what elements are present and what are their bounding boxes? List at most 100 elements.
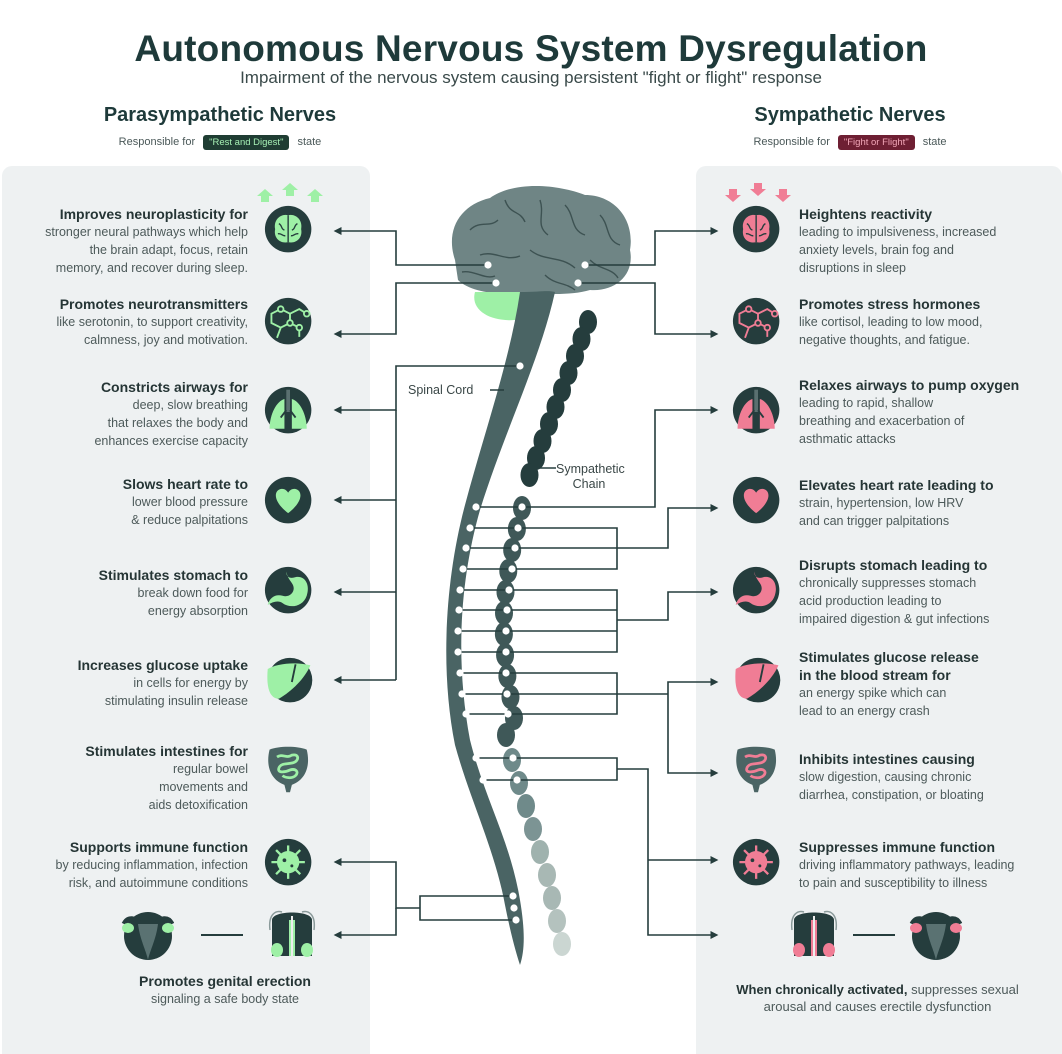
virus-icon <box>264 838 316 890</box>
chain-ganglion <box>538 863 556 887</box>
symp-effect-item: Promotes stress hormones like cortisol, l… <box>799 295 1059 349</box>
effect-description-line: an energy spike which can <box>799 686 947 700</box>
effect-heading-text: Inhibits intestines causing <box>799 751 975 767</box>
effect-description-line: slow digestion, causing chronic <box>799 770 972 784</box>
parasympathetic-header: Parasympathetic Nerves Responsible for"R… <box>60 104 380 150</box>
nerve-node <box>484 261 492 269</box>
effect-description-line: aids detoxification <box>148 798 248 812</box>
effect-heading-text: Improves neuroplasticity <box>59 206 226 222</box>
symp-genital-desc: arousal and causes erectile dysfunction <box>763 999 992 1014</box>
effect-description-line: asthmatic attacks <box>799 432 896 446</box>
sympathetic-header: Sympathetic Nerves Responsible for"Fight… <box>700 104 1000 150</box>
nerve-connector <box>419 895 516 921</box>
effect-heading: Supports immune function <box>10 838 248 856</box>
nerve-connector <box>617 588 719 621</box>
para-effect-item: Promotes neurotransmitters like serotonin… <box>10 295 248 349</box>
nerve-node <box>462 710 470 718</box>
effect-heading: Increases glucose uptake <box>10 656 248 674</box>
chain-ganglion <box>496 580 515 604</box>
effect-description-line: like serotonin, to support creativity, <box>56 315 248 329</box>
chain-ganglion <box>543 886 561 910</box>
page-title: Autonomous Nervous System Dysregulation <box>134 28 928 69</box>
effect-description-line: impaired digestion & gut infections <box>799 612 990 626</box>
effect-heading-text: Promotes stress hormones <box>799 296 981 312</box>
nerve-node <box>502 648 510 656</box>
nerve-node <box>472 503 480 511</box>
effect-description-line: energy absorption <box>147 604 248 618</box>
parasympathetic-responsibility: Responsible for"Rest and Digest"state <box>60 135 380 150</box>
nerve-node <box>479 776 487 784</box>
effect-heading: Constricts airways for <box>10 378 248 396</box>
effect-description-line: stimulating insulin release <box>104 694 248 708</box>
resp-prefix: Responsible for <box>753 136 830 148</box>
effect-heading: Stimulates stomach to <box>10 566 248 584</box>
effect-description-line: lower blood pressure <box>131 495 248 509</box>
male-icon <box>784 906 840 962</box>
effect-description-line: calmness, joy and motivation. <box>84 333 248 347</box>
nerve-node <box>462 544 470 552</box>
lungs-icon <box>732 386 784 438</box>
nerve-connector <box>522 406 719 508</box>
chain-ganglion <box>499 559 518 583</box>
resp-suffix: state <box>922 136 947 148</box>
effect-heading-text: Supports immune function <box>69 839 248 855</box>
effect-description-line: the brain adapt, focus, retain <box>89 243 248 257</box>
pair-connector-line <box>201 934 243 936</box>
effect-heading: Suppresses immune function <box>799 838 1059 856</box>
parasympathetic-title: Parasympathetic Nerves <box>103 104 337 126</box>
nerve-connector <box>578 282 719 338</box>
nerve-connector <box>617 768 719 939</box>
effect-heading-text: Slows heart rate to <box>122 476 248 492</box>
effect-heading: Disrupts stomach leading to <box>799 556 1059 574</box>
chain-ganglion <box>524 817 542 841</box>
para-effect-item: Slows heart rate to lower blood pressure &… <box>10 475 248 529</box>
virus-icon <box>732 838 784 890</box>
effect-heading-text: Elevates heart rate leading to <box>799 477 994 493</box>
effect-heading-text: Promotes neurotransmitters <box>59 296 248 312</box>
nerve-node <box>454 648 462 656</box>
nerve-node <box>512 916 520 924</box>
para-genital-caption: Promotes genital erection signaling a sa… <box>80 973 370 1006</box>
effect-heading: Slows heart rate to <box>10 475 248 493</box>
effect-description-line: movements and <box>159 780 248 794</box>
effect-description-line: break down food for <box>137 586 249 600</box>
stomach-icon <box>264 566 316 618</box>
effect-heading: Promotes neurotransmitters <box>10 295 248 313</box>
para-genital-desc: signaling a safe body state <box>150 992 300 1006</box>
symp-genital-desc-inline: suppresses sexual <box>907 982 1019 997</box>
nerve-node <box>574 279 582 287</box>
spinal-cord-label: Spinal Cord <box>408 383 474 397</box>
page-subtitle: Impairment of the nervous system causing… <box>240 68 822 87</box>
effect-heading-text: Increases glucose uptake <box>77 657 248 673</box>
nerve-connector <box>513 757 618 781</box>
effect-description-line: disruptions in sleep <box>799 261 907 275</box>
brain-icon <box>725 183 791 257</box>
effect-description-line: leading to rapid, shallow <box>799 396 934 410</box>
effect-description-line: & reduce palpitations <box>131 513 248 527</box>
nerve-node <box>510 904 518 912</box>
lungs-icon <box>264 386 316 438</box>
intestines-icon <box>732 744 784 796</box>
para-effect-item: Stimulates stomach to break down food for… <box>10 566 248 620</box>
effect-heading: Inhibits intestines causing <box>799 750 1059 768</box>
effect-description-line: memory, and recover during sleep. <box>55 261 248 275</box>
liver-icon <box>732 656 784 708</box>
brain-icon <box>257 183 323 257</box>
pair-connector-line <box>853 934 895 936</box>
effect-description-line: that relaxes the body and <box>107 416 248 430</box>
effect-description-line: like cortisol, leading to low mood, <box>799 315 983 329</box>
effect-heading-tail: for <box>225 206 248 222</box>
effect-heading-text: Heightens reactivity <box>799 206 933 222</box>
sympathetic-chain <box>494 310 597 956</box>
nerve-node <box>504 710 512 718</box>
nerve-node <box>458 690 466 698</box>
sympathetic-title: Sympathetic Nerves <box>754 104 946 126</box>
